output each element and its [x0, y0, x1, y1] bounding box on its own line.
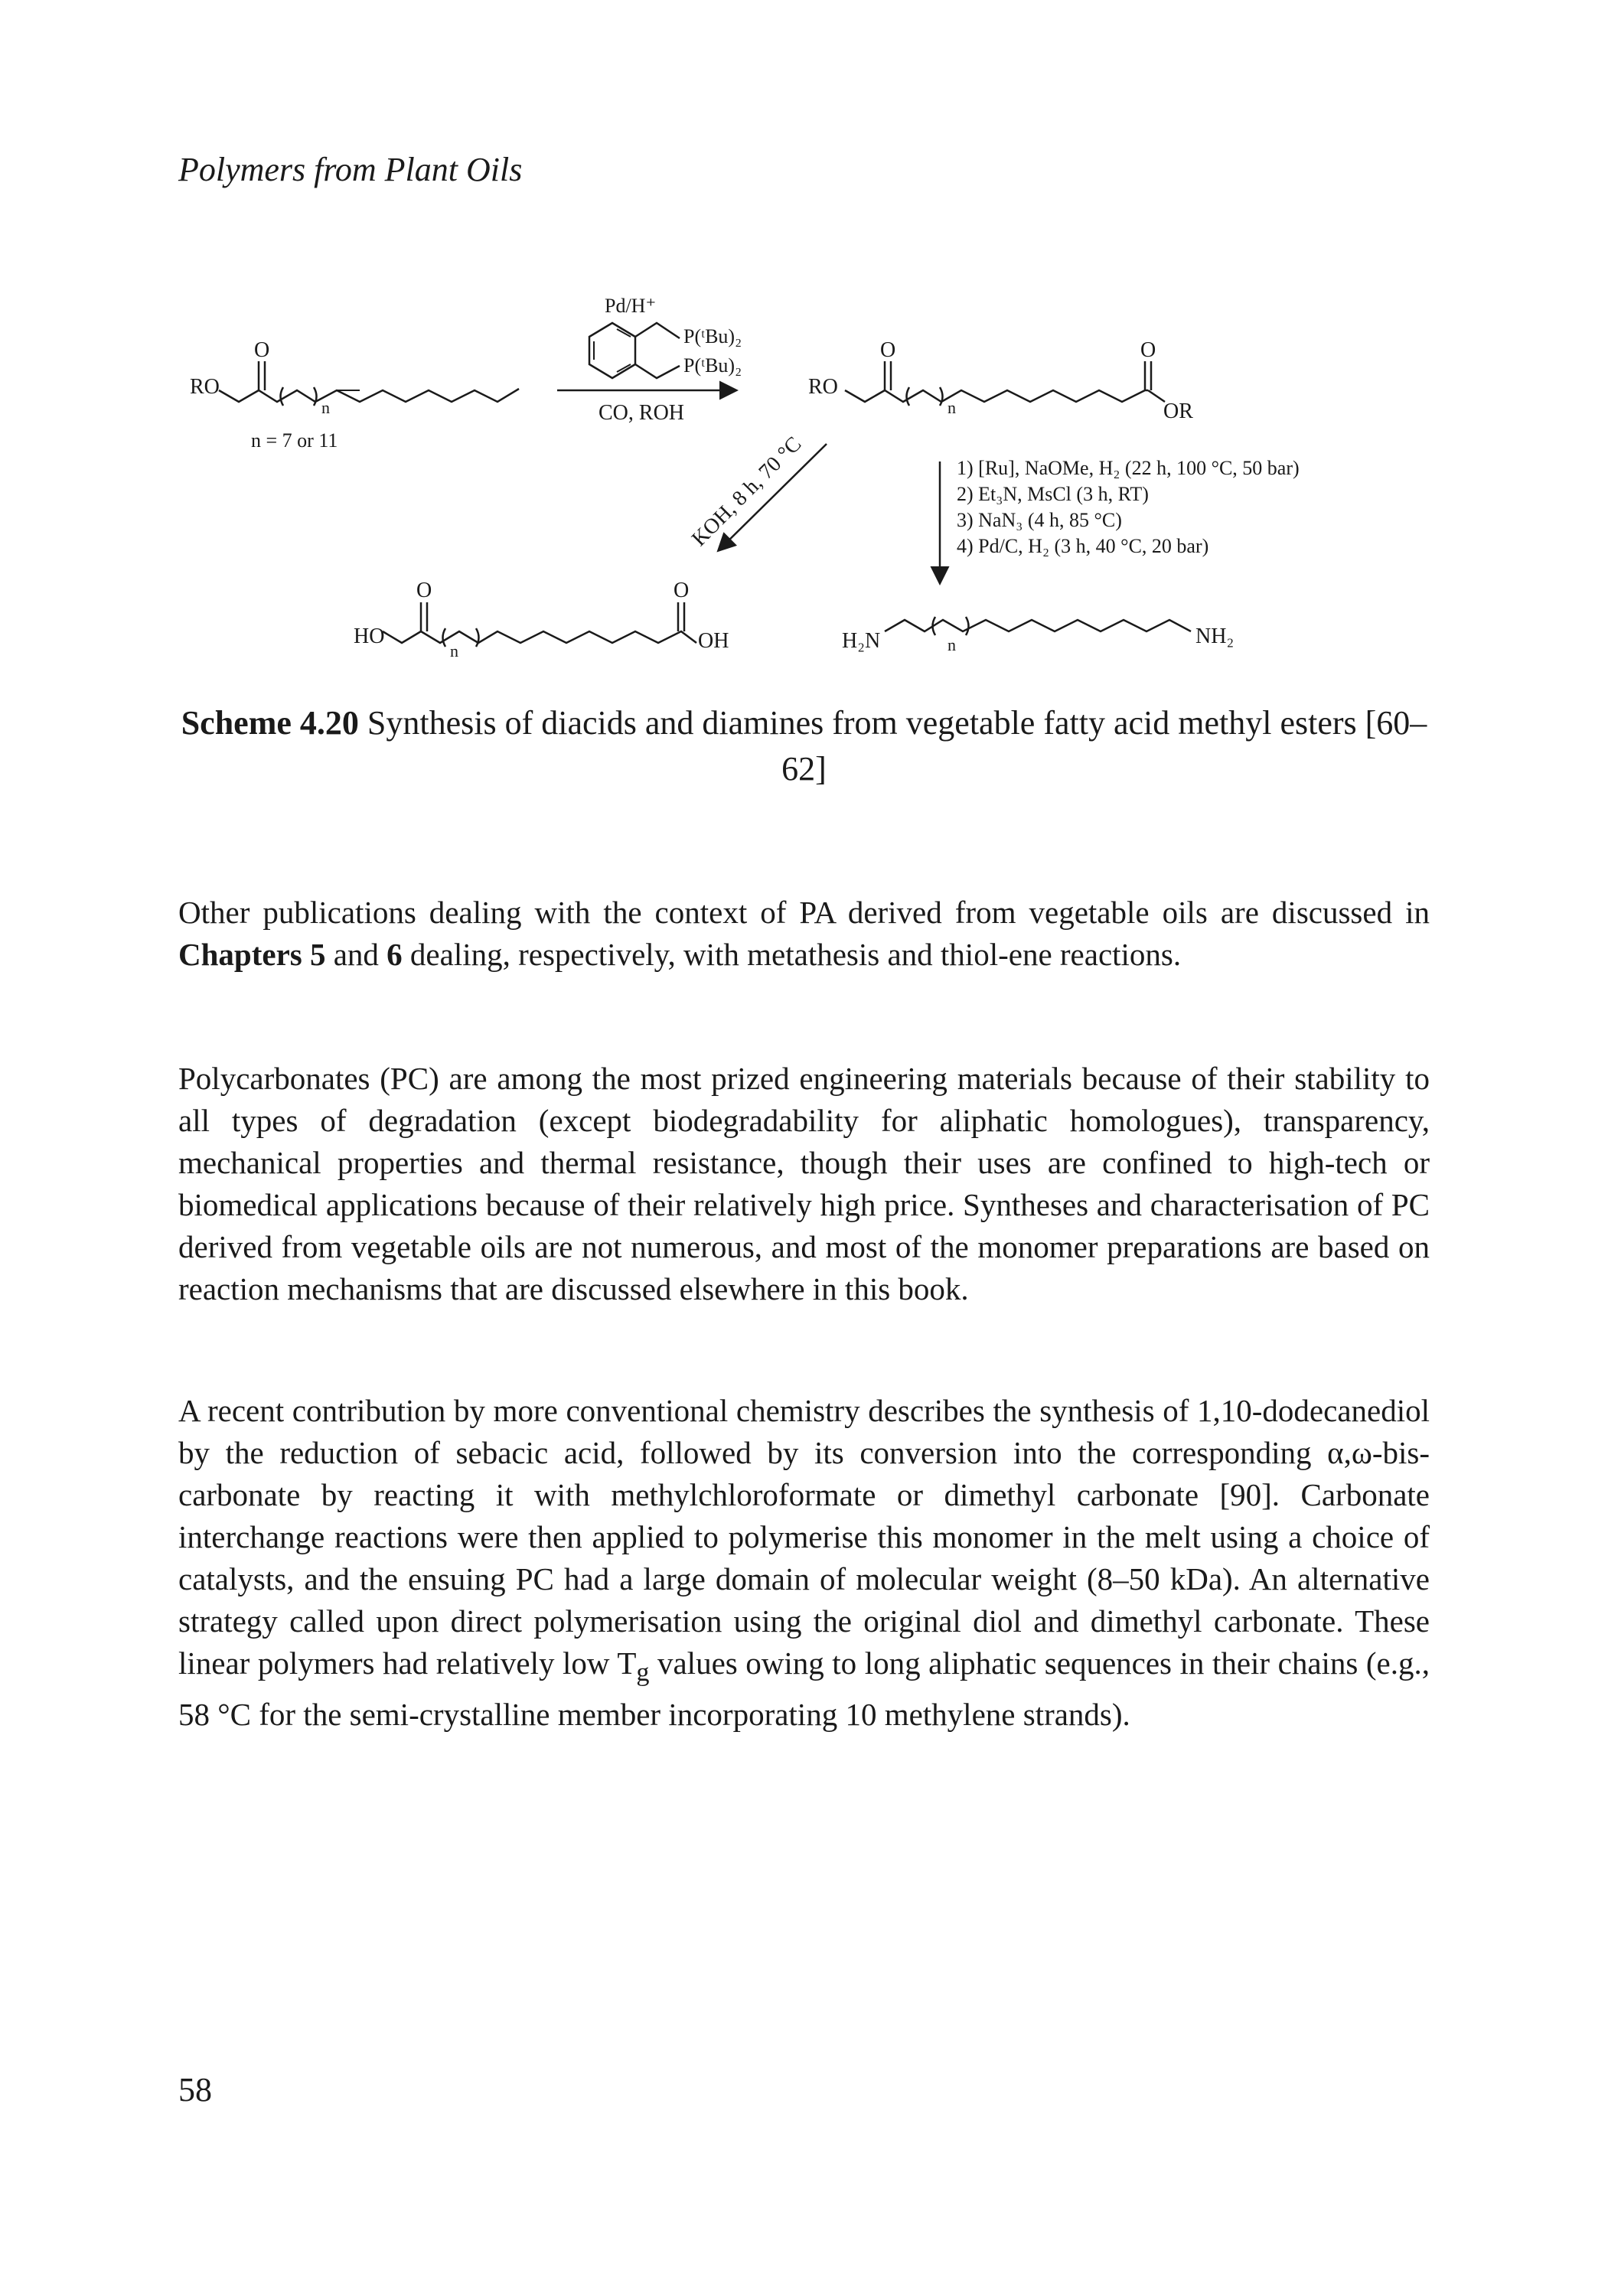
- ho-label: HO: [354, 625, 384, 648]
- reaction-arrow-koh: [716, 443, 827, 553]
- carbonyl-o-start: O: [254, 338, 269, 362]
- n-values-label: n = 7 or 11: [251, 429, 338, 452]
- carbonyl-o-diester-left: O: [880, 338, 895, 362]
- chapter-ref-6: 6: [387, 937, 403, 972]
- carbonyl-o-diacid-left: O: [416, 579, 432, 602]
- paragraph-1: Other publications dealing with the cont…: [178, 895, 1430, 972]
- koh-conditions: KOH, 8 h, 70 °C: [687, 432, 806, 551]
- repeat-n-diamine: n: [948, 635, 956, 654]
- h2n-label: H₂N: [842, 629, 880, 653]
- caption-text: Synthesis of diacids and diamines from v…: [358, 704, 1427, 788]
- paragraph-3: A recent contribution by more convention…: [178, 1393, 1430, 1733]
- paragraph-2: Polycarbonates (PC) are among the most p…: [178, 1061, 1430, 1306]
- reaction-scheme: Pd/H⁺ P(ᵗBu)₂ P(ᵗBu)₂ CO, ROH RO O n n =…: [190, 295, 1300, 660]
- oh-label: OH: [698, 629, 729, 653]
- step-2: 2) Et₃N, MsCl (3 h, RT): [957, 483, 1149, 505]
- carbonyl-o-diester-right: O: [1140, 338, 1156, 362]
- step-4: 4) Pd/C, H₂ (3 h, 40 °C, 20 bar): [957, 535, 1208, 557]
- diester-skeleton: [844, 389, 1148, 403]
- page-number: 58: [178, 2071, 212, 2108]
- ligand-label-1: P(ᵗBu)₂: [683, 325, 742, 347]
- running-head: Polymers from Plant Oils: [178, 151, 523, 188]
- step-3: 3) NaN₃ (4 h, 85 °C): [957, 509, 1122, 531]
- ligand-label-2: P(ᵗBu)₂: [683, 354, 742, 377]
- diacid-skeleton: [382, 630, 697, 644]
- diamine-skeleton: [884, 618, 1192, 633]
- step-1: 1) [Ru], NaOMe, H₂ (22 h, 100 °C, 50 bar…: [957, 457, 1300, 479]
- repeat-n-diacid: n: [450, 641, 458, 660]
- starting-ester-skeleton: [218, 387, 520, 403]
- chapter-ref-5: Chapters 5: [178, 937, 326, 972]
- scheme-caption: Scheme 4.20 Synthesis of diacids and dia…: [178, 700, 1430, 792]
- or-label-diester: OR: [1163, 400, 1193, 423]
- repeat-n-diester: n: [948, 398, 956, 417]
- caption-label: Scheme 4.20: [181, 704, 359, 742]
- nh2-label: NH₂: [1195, 625, 1234, 648]
- carbonyl-o-diacid-right: O: [674, 579, 689, 602]
- ro-label-start: RO: [190, 375, 220, 399]
- tg-subscript: g: [636, 1658, 650, 1688]
- arrow-conditions: CO, ROH: [599, 401, 684, 425]
- ro-label-diester: RO: [808, 375, 838, 399]
- catalyst-ligand-structure: [588, 321, 680, 380]
- catalyst-label: Pd/H⁺: [605, 295, 656, 317]
- repeat-n-start: n: [321, 398, 330, 417]
